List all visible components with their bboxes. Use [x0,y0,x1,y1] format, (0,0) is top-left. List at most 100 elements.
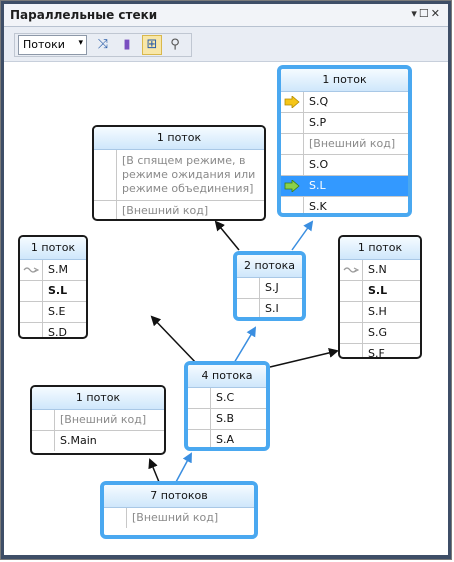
gutter [94,150,117,200]
stack-frame[interactable]: S.B [188,409,266,430]
stack-frame[interactable]: S.L [340,281,420,302]
edge-arrow [233,326,257,364]
frame-label: S.O [309,158,329,171]
frame-label: S.E [48,305,66,318]
frame-label: S.H [368,305,387,318]
stack-frame[interactable]: [В спящем режиме, в режиме ожидания или … [94,150,264,201]
stack-node-1-thread-main[interactable]: 1 поток [Внешний код] S.Main [30,385,166,455]
zoom-icon[interactable]: ⚲ [170,37,180,52]
stack-node-4-threads[interactable]: 4 потока S.C S.B S.A [184,361,270,451]
gutter [94,201,117,219]
stack-frame[interactable]: S.M [20,260,86,281]
node-header: 7 потоков [104,485,254,508]
gutter [20,260,43,280]
stacks-canvas[interactable]: 1 поток S.Q S.P [Внешний код] S.O S.L [4,62,448,555]
stack-frame[interactable]: S.J [237,278,302,299]
frame-label: S.Q [309,95,329,108]
edge-arrow [291,220,314,251]
stack-frame[interactable]: S.C [188,388,266,409]
frame-label: S.C [216,391,235,404]
gutter [340,260,363,280]
maximize-icon[interactable]: ☐ [418,7,431,20]
frame-label: S.A [216,433,235,446]
thread-switch-icon [343,267,359,273]
gutter [281,92,304,112]
frame-label: [Внешний код] [122,204,209,217]
chevron-down-icon: ▾ [78,38,83,48]
gutter [188,409,211,429]
toggle-method-view-icon[interactable]: ⤨ [97,37,109,52]
green-arrow-icon [284,180,300,192]
stack-frame[interactable]: S.L [20,281,86,302]
stack-frame[interactable]: S.I [237,299,302,317]
stack-frame[interactable]: S.H [340,302,420,323]
stack-node-1-thread-top[interactable]: 1 поток S.Q S.P [Внешний код] S.O S.L [277,65,412,217]
gutter [281,113,304,133]
stack-node-2-threads[interactable]: 2 потока S.J S.I [233,251,306,321]
edge-arrow [214,220,240,251]
frame-label: S.F [368,347,385,359]
stack-frame[interactable]: S.Main [32,431,164,451]
gutter [20,323,43,337]
gutter [32,431,55,451]
stack-node-1-thread-left[interactable]: 1 поток S.M S.L S.E S.D [18,235,88,339]
frame-label: [Внешний код] [309,137,396,150]
frame-label: S.G [368,326,388,339]
toolbar: Потоки ▾ ⤨ ▮ ⊞ ⚲ [4,27,448,62]
stack-frame[interactable]: [Внешний код] [281,134,408,155]
frame-label: S.N [368,263,387,276]
stack-frame[interactable]: S.A [188,430,266,447]
gutter [188,388,211,408]
stack-frame[interactable]: S.E [20,302,86,323]
gutter [237,299,260,317]
edge-arrow [269,347,339,368]
frame-label: S.M [48,263,68,276]
gutter [104,508,127,528]
view-select[interactable]: Потоки ▾ [18,35,87,55]
node-header: 1 поток [340,237,420,260]
stack-frame[interactable]: S.G [340,323,420,344]
gutter [281,134,304,154]
stack-frame-selected[interactable]: S.L [281,176,408,197]
gutter [281,155,304,175]
gutter [20,302,43,322]
stack-frame[interactable]: S.P [281,113,408,134]
node-header: 1 поток [281,69,408,92]
toolbar-group: Потоки ▾ ⤨ ▮ ⊞ ⚲ [14,33,192,57]
stack-frame[interactable]: S.K [281,197,408,213]
gutter [340,344,363,357]
node-header: 1 поток [32,387,164,410]
gutter [281,176,304,196]
gutter [188,430,211,447]
stack-frame[interactable]: S.N [340,260,420,281]
window-title: Параллельные стеки [10,8,158,22]
title-bar: Параллельные стеки ▾☐✕ [4,4,448,27]
stack-node-7-threads[interactable]: 7 потоков [Внешний код] [100,481,258,539]
current-thread-arrow-icon [284,96,300,108]
stack-frame[interactable]: S.Q [281,92,408,113]
edge-arrow [150,315,199,366]
dropdown-arrow-icon[interactable]: ▾ [411,7,419,20]
gutter [237,278,260,298]
gutter [340,302,363,322]
stack-node-1-thread-right[interactable]: 1 поток S.N S.L S.H S.G S.F [338,235,422,359]
stack-frame[interactable]: S.D [20,323,86,337]
gutter [20,281,43,301]
stack-node-1-thread-sleep[interactable]: 1 поток [В спящем режиме, в режиме ожида… [92,125,266,221]
thread-view-icon[interactable]: ⊞ [142,35,162,55]
stack-frame[interactable]: S.F [340,344,420,359]
frame-label: [Внешний код] [60,413,147,426]
node-header: 4 потока [188,365,266,388]
goto-current-thread-icon[interactable]: ▮ [123,37,131,52]
stack-frame[interactable]: [Внешний код] [94,201,264,219]
stack-frame[interactable]: [Внешний код] [104,508,254,528]
stack-frame[interactable]: S.O [281,155,408,176]
stack-frame[interactable]: [Внешний код] [32,410,164,431]
frame-label: S.Main [60,434,97,447]
window-controls[interactable]: ▾☐✕ [411,7,442,20]
frame-label: S.I [265,302,279,315]
view-select-value: Потоки [23,38,65,51]
gutter [340,281,363,301]
close-icon[interactable]: ✕ [430,7,442,20]
